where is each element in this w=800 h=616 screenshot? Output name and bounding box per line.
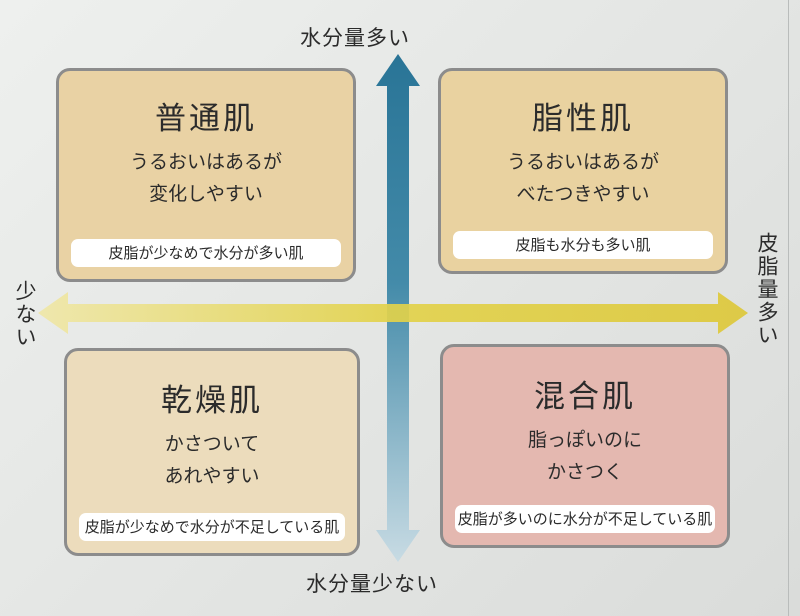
quadrant-note: 皮脂が少なめで水分が不足している肌 [79,513,345,541]
quadrant-description: かさついて あれやすい [67,428,357,492]
description-line: うるおいはあるが [129,151,282,173]
axis-label-water-high: 水分量多い [300,26,410,50]
quadrant-description: 脂っぽいのに かさつく [443,424,727,488]
description-line: べたつきやすい [516,183,650,205]
quadrant-title: 普通肌 [155,101,257,137]
quadrant-description: うるおいはあるが べたつきやすい [441,146,725,210]
axis-label-water-low: 水分量少ない [306,572,438,596]
quadrant-title: 脂性肌 [532,101,634,137]
axis-label-sebum-low: 少ない [13,280,37,349]
description-line: 脂っぽいのに [527,429,642,451]
horizontal-arrow [38,292,748,334]
quadrant-note: 皮脂が少なめで水分が多い肌 [71,239,341,267]
quadrant-description: うるおいはあるが 変化しやすい [59,146,353,210]
description-line: うるおいはあるが [506,151,659,173]
quadrant-dry-skin: 乾燥肌 かさついて あれやすい 皮脂が少なめで水分が不足している肌 [64,348,360,556]
quadrant-oily-skin: 脂性肌 うるおいはあるが べたつきやすい 皮脂も水分も多い肌 [438,68,728,274]
quadrant-note: 皮脂も水分も多い肌 [453,231,713,259]
quadrant-combination-skin: 混合肌 脂っぽいのに かさつく 皮脂が多いのに水分が不足している肌 [440,344,730,548]
description-line: かさつく [546,461,623,483]
description-line: かさついて [164,433,260,455]
quadrant-title: 混合肌 [534,379,636,415]
quadrant-title: 乾燥肌 [161,383,263,419]
quadrant-normal-skin: 普通肌 うるおいはあるが 変化しやすい 皮脂が少なめで水分が多い肌 [56,68,356,282]
axis-label-sebum-high: 皮脂量多い [755,232,779,347]
description-line: あれやすい [164,465,260,487]
description-line: 変化しやすい [149,183,263,205]
page-edge-line [788,0,789,616]
quadrant-note: 皮脂が多いのに水分が不足している肌 [455,505,715,533]
